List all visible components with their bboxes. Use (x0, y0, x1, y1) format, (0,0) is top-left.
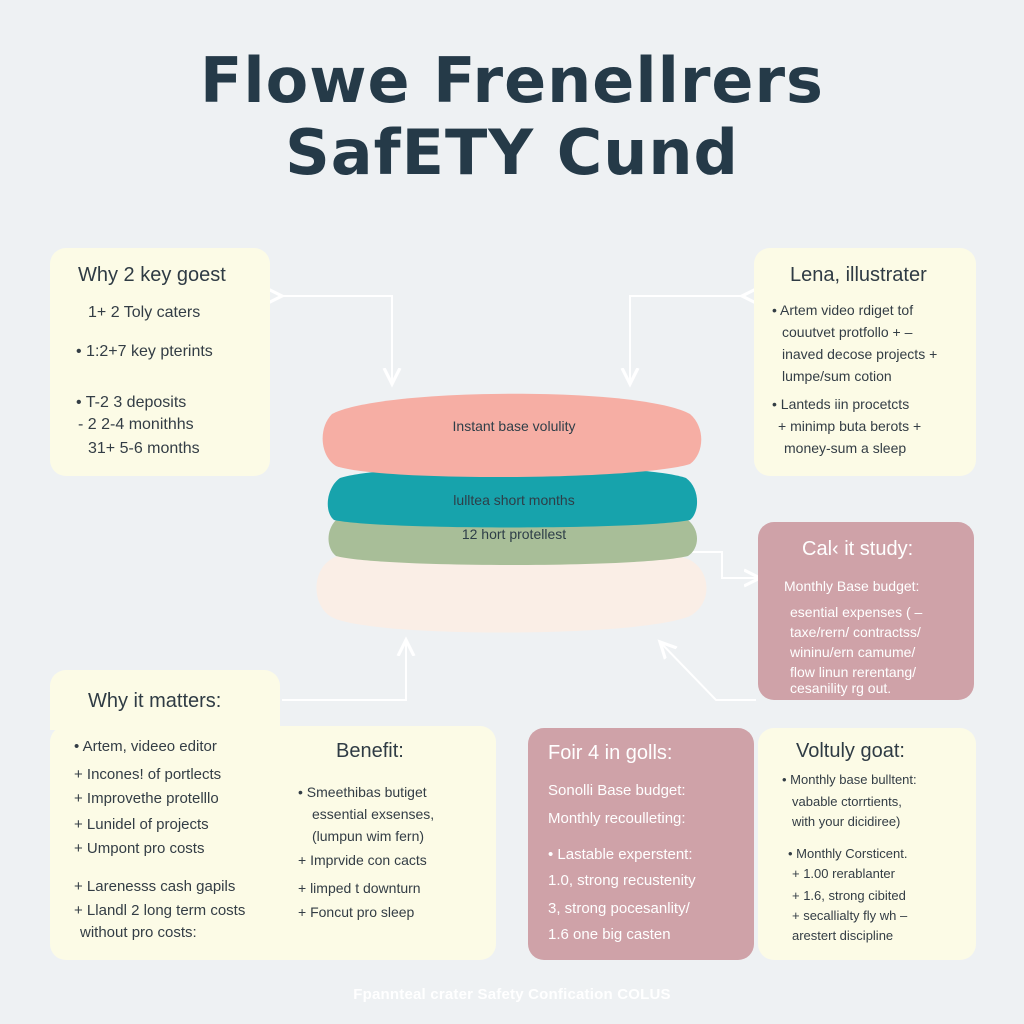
card-case-study-line: Monthly Base budget: (784, 578, 920, 594)
arrow-top-left (282, 296, 392, 384)
card-illustrator: Lena, illustrater • Artem video rdiget t… (754, 248, 976, 476)
card-case-study-line: cesanility rg out. (790, 680, 892, 696)
stack-layer-1 (322, 393, 702, 478)
stack-layer-4 (316, 542, 707, 633)
card-key-goals-line: • 1:2+7 key pterints (76, 343, 213, 360)
card-illustrator-line: money-sum a sleep (784, 440, 907, 456)
benefit-heading: Benefit: (336, 740, 404, 762)
card-voltuly-line: • Monthly Corsticent. (788, 846, 908, 861)
stack-layer-1-label: Instant base volulity (452, 418, 576, 434)
stack-layer-3-label: 12 hort protellest (461, 526, 567, 542)
arrow-top-right (630, 296, 742, 384)
stack-layer-2 (327, 466, 698, 528)
card-voltuly-line: with your dicidiree) (792, 814, 901, 829)
card-why-matters-line: without pro costs: (80, 924, 197, 941)
footer-caption: Fpannteal crater Safety Confication COLU… (353, 986, 671, 1003)
card-key-goals-heading: Why 2 key goest (78, 264, 226, 286)
card-voltuly-line: + secallialty fly wh – (792, 908, 908, 923)
card-why-matters-tab (50, 670, 280, 730)
benefit-line: essential exsenses, (312, 806, 435, 822)
card-case-study: Cal‹ it study: Monthly Base budget: esen… (758, 522, 974, 700)
benefit-line: + limped t downturn (298, 880, 421, 896)
card-four-goals-line: • Lastable experstent: (548, 846, 693, 863)
card-four-goals-line: 1.6 one big casten (548, 926, 671, 943)
card-voltuly-line: • Monthly base bulltent: (782, 772, 917, 787)
card-four-goals-line: 1.0, strong recustenity (548, 872, 696, 889)
benefit-line: + Foncut pro sleep (298, 904, 415, 920)
card-why-matters-line: + Incones! of portlects (74, 766, 222, 783)
card-illustrator-line: + minimp buta berots + (778, 418, 922, 434)
stack-layer-2-label: lulltea short months (453, 492, 575, 508)
card-case-study-line: esential expenses ( – (790, 604, 923, 620)
card-four-goals-line: 3, strong pocesanlity/ (548, 900, 690, 917)
card-why-matters-heading: Why it matters: (88, 690, 222, 712)
card-illustrator-line: inaved decose projects + (782, 346, 938, 362)
arrow-bottom-left (282, 640, 406, 701)
card-four-goals: Foir 4 in golls: Sonolli Base budget: Mo… (528, 728, 754, 960)
card-why-matters-line: + Umpont pro costs (74, 840, 205, 857)
benefit-line: (lumpun wim fern) (312, 828, 425, 844)
card-key-goals-line: 31+ 5-6 months (88, 440, 200, 457)
card-why-matters: Why it matters: • Artem, videeo editor +… (50, 690, 496, 960)
card-why-matters-line: + Improvethe protelllo (74, 790, 219, 807)
card-illustrator-line: • Lanteds iin procetcts (772, 396, 910, 412)
card-illustrator-line: couutvet protfollo + – (782, 324, 913, 340)
card-voltuly-line: vabable ctorrtients, (792, 794, 902, 809)
card-voltuly: Voltuly goat: • Monthly base bulltent: v… (758, 728, 976, 960)
benefit-line: + Imprvide con cacts (298, 852, 427, 868)
title-line-2: SafETY Cund (285, 116, 739, 189)
card-case-study-line: wininu/ern camume/ (790, 644, 916, 660)
arrow-right-lower (660, 642, 756, 701)
card-case-study-heading: Cal‹ it study: (802, 538, 914, 560)
card-illustrator-line: lumpe/sum cotion (782, 368, 892, 384)
card-voltuly-line: + 1.6, strong cibited (792, 888, 906, 903)
card-case-study-line: taxe/rern/ contractss/ (790, 624, 921, 640)
card-key-goals: Why 2 key goest 1+ 2 Toly caters • 1:2+7… (50, 248, 270, 476)
card-voltuly-line: arestert discipline (792, 928, 894, 943)
card-four-goals-line: Sonolli Base budget: (548, 782, 686, 799)
card-four-goals-heading: Foir 4 in golls: (548, 742, 673, 764)
card-voltuly-line: + 1.00 rerablanter (792, 866, 895, 881)
card-why-matters-line: + Larenesss cash gapils (74, 878, 236, 895)
card-four-goals-line: Monthly recoulleting: (548, 810, 686, 827)
title-line-1: Flowe Frenellrers (200, 44, 824, 117)
card-illustrator-line: • Artem video rdiget tof (772, 302, 914, 318)
card-key-goals-line: 1+ 2 Toly caters (88, 304, 201, 321)
card-key-goals-line: • T-2 3 deposits (76, 394, 187, 411)
benefit-line: • Smeethibas butiget (298, 784, 427, 800)
card-voltuly-heading: Voltuly goat: (796, 740, 905, 762)
card-case-study-line: flow linun rerentang/ (790, 664, 917, 680)
card-key-goals-line: - 2 2-4 monithhs (78, 416, 194, 433)
card-illustrator-heading: Lena, illustrater (790, 264, 927, 286)
card-why-matters-line: + Llandl 2 long term costs (74, 902, 246, 919)
card-why-matters-line: • Artem, videeo editor (74, 738, 217, 755)
card-why-matters-line: + Lunidel of projects (74, 816, 209, 833)
arrow-right-middle (672, 551, 760, 578)
